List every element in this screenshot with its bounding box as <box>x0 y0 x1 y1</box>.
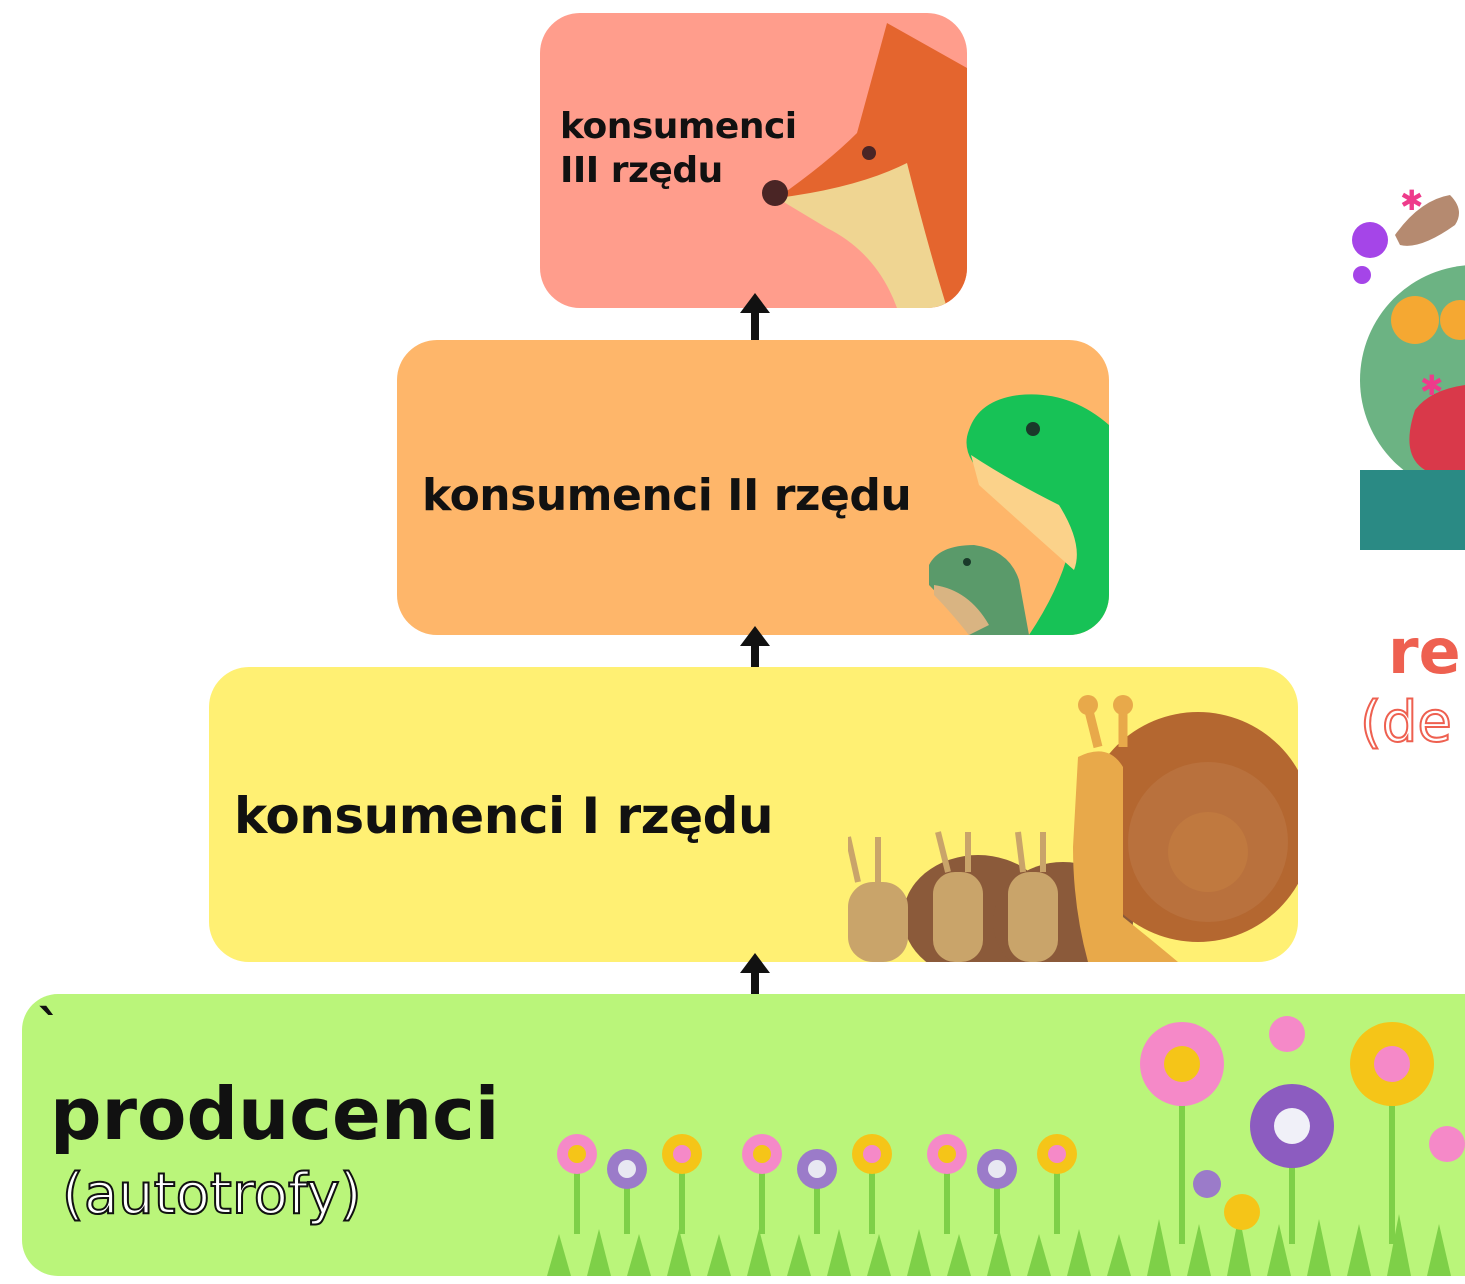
tier-first-order-consumers: konsumenci I rzędu <box>209 667 1298 962</box>
frog-icon <box>929 394 1109 635</box>
decomposers-title: re <box>1388 615 1461 688</box>
stray-mark: ` <box>37 1000 62 1058</box>
decomposers-icon: ✱ ✱ <box>1352 184 1465 550</box>
svg-text:✱: ✱ <box>1420 369 1443 402</box>
decomposers-subtitle: (de <box>1359 689 1453 756</box>
tier-3-label: konsumenci III rzędu <box>560 105 860 193</box>
producers-subtitle: (autotrofy) <box>61 1161 363 1228</box>
tier-2-label: konsumenci II rzędu <box>422 470 912 521</box>
flowers-icon <box>547 1016 1465 1276</box>
svg-text:✱: ✱ <box>1400 184 1423 217</box>
tier-third-order-consumers: konsumenci III rzędu <box>540 13 967 308</box>
producers-title: producenci <box>50 1072 500 1156</box>
fox-icon <box>762 23 967 308</box>
tier-3-label-line1: konsumenci <box>560 106 797 147</box>
arrow-up-icon <box>740 293 770 353</box>
tier-1-label: konsumenci I rzędu <box>234 787 774 845</box>
snail-icon <box>848 695 1298 962</box>
tier-second-order-consumers: konsumenci II rzędu <box>397 340 1109 635</box>
tier-3-label-line2: III rzędu <box>560 150 723 191</box>
arrow-up-icon <box>740 953 770 1013</box>
arrow-up-icon <box>740 626 770 686</box>
tier-producers: producenci (autotrofy) <box>22 994 1465 1276</box>
